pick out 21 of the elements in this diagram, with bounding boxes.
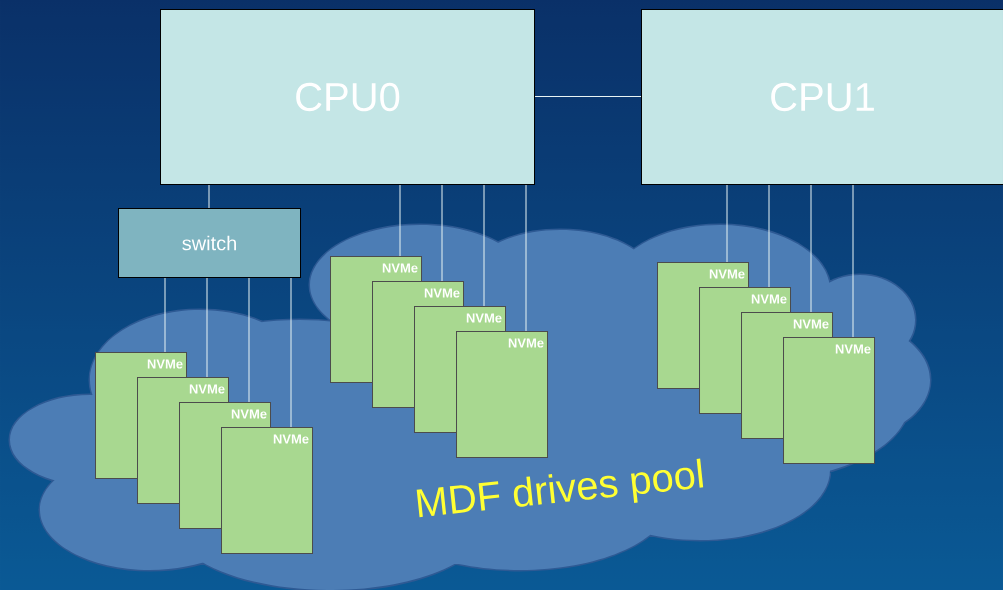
switch-box: switch bbox=[118, 208, 301, 278]
connector-line bbox=[164, 277, 166, 353]
connector-line bbox=[852, 184, 854, 338]
connector-line bbox=[810, 184, 812, 313]
connector-line bbox=[248, 277, 250, 403]
connector-line bbox=[399, 184, 401, 257]
connector-line bbox=[290, 277, 292, 428]
connector-line bbox=[525, 184, 527, 332]
cpu-box: CPU1 bbox=[641, 9, 1003, 185]
connector-line bbox=[726, 184, 728, 263]
connector-line bbox=[768, 184, 770, 288]
connector-line bbox=[441, 184, 443, 282]
pool-label: MDF drives pool bbox=[416, 458, 704, 518]
drive-card: NVMe bbox=[783, 337, 875, 464]
connector-line bbox=[483, 184, 485, 307]
connector-line bbox=[206, 277, 208, 378]
drive-card: NVMe bbox=[456, 331, 548, 458]
connector-line bbox=[208, 184, 210, 209]
connector-line bbox=[534, 96, 642, 97]
drive-card: NVMe bbox=[221, 427, 313, 554]
cpu-box: CPU0 bbox=[160, 9, 535, 185]
